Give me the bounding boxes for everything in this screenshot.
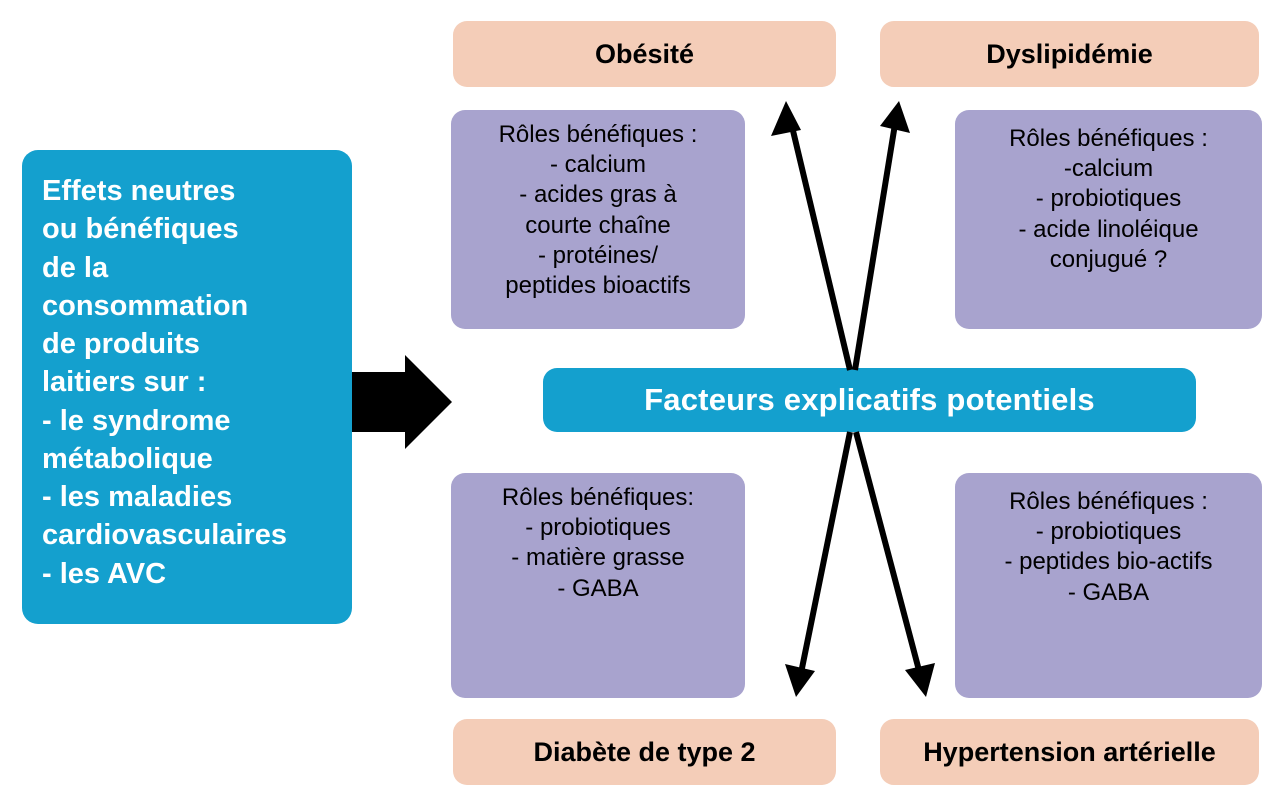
block-arrow-right-icon <box>352 355 452 449</box>
center-banner: Facteurs explicatifs potentiels <box>543 368 1196 432</box>
center-banner-label: Facteurs explicatifs potentiels <box>644 382 1095 417</box>
factor-label-dyslipidemie: Rôles bénéfiques : -calcium - probiotiqu… <box>1009 125 1208 273</box>
arrow-up-left-icon <box>771 101 853 371</box>
outcome-label-obesite: Obésité <box>594 38 695 69</box>
arrow-down-right-icon <box>853 431 935 697</box>
factor-label-obesite: Rôles bénéfiques : - calcium - acides gr… <box>498 121 698 300</box>
arrow-down-left-icon <box>785 431 853 697</box>
outcome-box-hypertension-arterielle: Hypertension artérielle <box>880 719 1259 785</box>
outcome-label-hypertension-arterielle: Hypertension artérielle <box>923 736 1216 767</box>
source-box-label: Effets neutres ou bénéfiques de la conso… <box>42 175 288 590</box>
outcome-label-diabete-type-2: Diabète de type 2 <box>533 736 756 767</box>
outcome-label-dyslipidemie: Dyslipidémie <box>986 38 1153 69</box>
factor-label-hypertension-arterielle: Rôles bénéfiques : - probiotiques - pept… <box>1004 488 1213 606</box>
outcome-box-obesite: Obésité <box>453 21 836 87</box>
factor-box-diabete-type-2: Rôles bénéfiques: - probiotiques - matiè… <box>451 473 745 698</box>
factor-box-obesite: Rôles bénéfiques : - calcium - acides gr… <box>451 110 745 329</box>
factor-box-hypertension-arterielle: Rôles bénéfiques : - probiotiques - pept… <box>955 473 1262 698</box>
outcome-box-diabete-type-2: Diabète de type 2 <box>453 719 836 785</box>
factor-label-diabete-type-2: Rôles bénéfiques: - probiotiques - matiè… <box>501 484 695 602</box>
source-box: Effets neutres ou bénéfiques de la conso… <box>22 150 352 624</box>
outcome-box-dyslipidemie: Dyslipidémie <box>880 21 1259 87</box>
arrow-up-right-icon <box>852 101 910 371</box>
factor-box-dyslipidemie: Rôles bénéfiques : -calcium - probiotiqu… <box>955 110 1262 329</box>
